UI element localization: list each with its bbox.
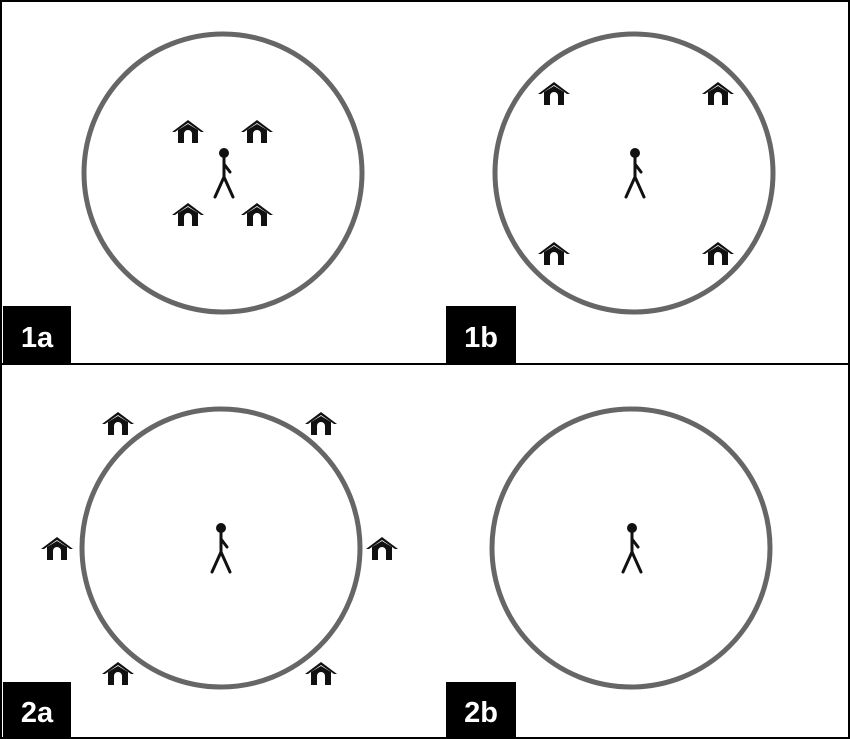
house-icon xyxy=(702,242,734,265)
range-circle xyxy=(81,31,365,315)
house-icon xyxy=(366,537,398,560)
house-icon xyxy=(702,82,734,105)
panel-label-text: 2a xyxy=(21,697,54,729)
panel-label-text: 1b xyxy=(464,322,498,354)
person-icon xyxy=(621,521,643,574)
house-icon xyxy=(538,82,570,105)
house-icon xyxy=(241,120,273,143)
house-icon xyxy=(241,203,273,226)
panel-label-1b: 1b xyxy=(446,306,516,363)
house-icon xyxy=(305,412,337,435)
house-icon xyxy=(172,120,204,143)
panel-label-1a: 1a xyxy=(3,306,71,363)
range-circle xyxy=(79,406,363,690)
panel-label-text: 1a xyxy=(21,322,54,354)
house-icon xyxy=(102,662,134,685)
panel-1a: 1a xyxy=(3,31,365,363)
range-circle xyxy=(492,31,776,315)
house-icon xyxy=(172,203,204,226)
panel-1b: 1b xyxy=(446,31,776,363)
house-icon xyxy=(305,662,337,685)
panel-2a: 2a xyxy=(3,406,398,737)
person-icon xyxy=(213,146,235,199)
house-icon xyxy=(41,537,73,560)
person-icon xyxy=(624,146,646,199)
house-icon xyxy=(538,242,570,265)
panel-label-text: 2b xyxy=(464,697,498,729)
house-icon xyxy=(102,412,134,435)
person-icon xyxy=(210,521,232,574)
panel-label-2a: 2a xyxy=(3,682,71,737)
range-circle xyxy=(489,406,773,690)
panel-label-2b: 2b xyxy=(446,682,516,737)
panel-2b: 2b xyxy=(446,406,773,737)
